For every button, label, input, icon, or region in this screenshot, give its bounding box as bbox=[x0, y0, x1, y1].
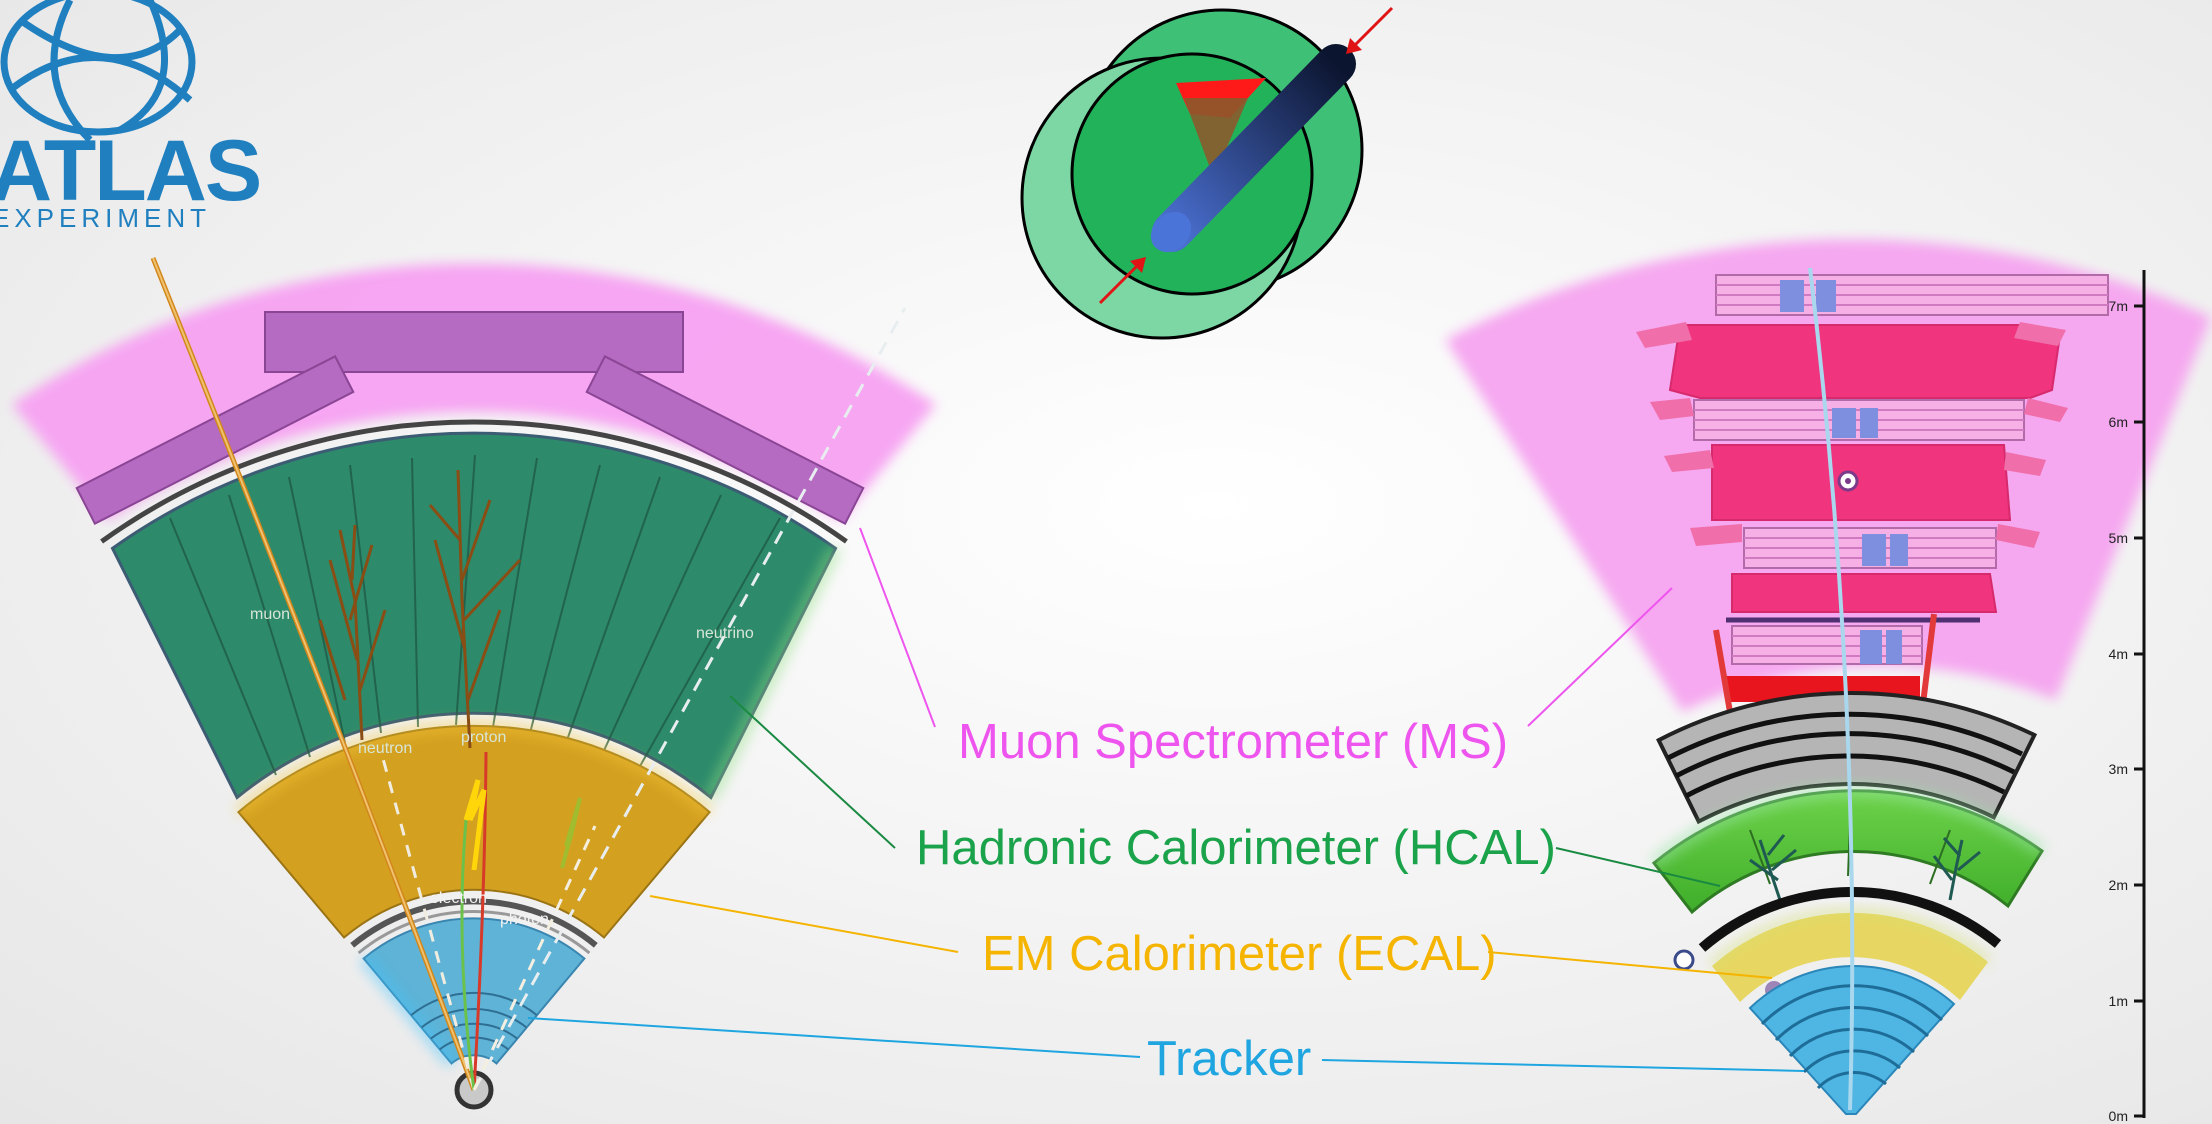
right-ecal-marker-icon bbox=[1673, 949, 1695, 971]
scale-tick-6m: 6m bbox=[2109, 414, 2128, 430]
right-ecal-glow bbox=[1708, 907, 1992, 970]
left-hcal-glow bbox=[704, 545, 842, 801]
leader-lines bbox=[527, 527, 1805, 1072]
photon-shower bbox=[560, 797, 582, 869]
left-tracker-layers bbox=[410, 992, 538, 1051]
muon-label: muon bbox=[250, 606, 290, 623]
neutron-track bbox=[380, 754, 476, 1091]
neutrino-track bbox=[472, 307, 907, 1091]
atlas-globe-icon bbox=[0, 0, 196, 143]
hcal-leader-right bbox=[1555, 847, 1721, 887]
left-solenoid bbox=[350, 898, 598, 948]
electron-shower bbox=[463, 779, 487, 871]
right-ecal bbox=[1712, 912, 1988, 1002]
label-tracker: Tracker bbox=[1147, 1032, 1312, 1086]
neutrino-label: neutrino bbox=[696, 625, 754, 642]
scale-tick-2m: 2m bbox=[2109, 877, 2128, 893]
scale-tick-4m: 4m bbox=[2109, 646, 2128, 662]
schematic-beam-end bbox=[1150, 211, 1192, 253]
schematic-inner-disk bbox=[1070, 52, 1314, 296]
right-magnet-rings bbox=[1656, 690, 2038, 825]
left-hcal bbox=[110, 431, 838, 800]
left-gap-line bbox=[100, 419, 848, 544]
left-ms-band bbox=[12, 263, 936, 521]
right-hadron-showers bbox=[1749, 834, 1981, 901]
scale-bar: 0m 1m 2m 3m 4m 5m 6m 7m bbox=[2109, 270, 2146, 1124]
label-hadronic-calorimeter: Hadronic Calorimeter (HCAL) bbox=[916, 821, 1556, 875]
atlas-logo-wordmark: ATLAS bbox=[0, 123, 262, 219]
electron-label: electron bbox=[430, 890, 487, 907]
collision-schematic bbox=[1020, 6, 1394, 340]
schematic-beam-pipe bbox=[1152, 44, 1356, 252]
label-muon-spectrometer: Muon Spectrometer (MS) bbox=[958, 715, 1509, 769]
neutron-label: neutron bbox=[358, 740, 412, 757]
ms-leader-right bbox=[1527, 587, 1673, 727]
hcal-leader-left bbox=[729, 695, 896, 849]
label-em-calorimeter: EM Calorimeter (ECAL) bbox=[982, 927, 1497, 981]
scale-tick-0m: 0m bbox=[2109, 1108, 2128, 1124]
photon-label: photon bbox=[500, 911, 549, 928]
right-hcal-glow bbox=[1649, 783, 2047, 869]
schematic-arrowhead-bottom bbox=[1130, 257, 1146, 273]
left-tracks bbox=[150, 257, 907, 1091]
ms-leader-left bbox=[859, 527, 936, 728]
scale-tick-7m: 7m bbox=[2109, 298, 2128, 314]
ecal-leader-right bbox=[1487, 951, 1773, 979]
left-hcal-cell-lines bbox=[169, 454, 781, 776]
scale-tick-3m: 3m bbox=[2109, 761, 2128, 777]
tracker-leader-right bbox=[1321, 1059, 1805, 1072]
right-ms-stations bbox=[1636, 274, 2109, 713]
left-ecal-glow bbox=[234, 719, 714, 817]
muon-track-core bbox=[152, 257, 475, 1091]
schematic-arrowhead-top bbox=[1346, 38, 1362, 54]
scale-tick-5m: 5m bbox=[2109, 530, 2128, 546]
right-detector-wedge bbox=[1445, 239, 2212, 1115]
ecal-leader-left bbox=[649, 895, 959, 953]
schematic-beam-arrow-bottom bbox=[1098, 261, 1142, 305]
electron-track bbox=[460, 819, 476, 1091]
left-hadron-showers bbox=[318, 469, 522, 749]
scale-tick-1m: 1m bbox=[2109, 993, 2128, 1009]
atlas-logo-subtitle: EXPERIMENT bbox=[0, 203, 212, 233]
schematic-beam-arrow-top bbox=[1350, 6, 1394, 50]
left-tracker-glow bbox=[358, 954, 457, 1068]
proton-label: proton bbox=[461, 729, 506, 746]
tracker-leader-left bbox=[527, 1017, 1141, 1058]
right-cryostat bbox=[1698, 887, 2002, 952]
left-ms-chamber-right bbox=[585, 355, 865, 525]
photon-track bbox=[472, 825, 597, 1091]
left-ms-chamber-left bbox=[75, 355, 355, 525]
left-detector-wedge: muon neutrino neutron proton electron ph… bbox=[12, 257, 936, 1110]
schematic-shower-cone bbox=[1184, 98, 1248, 168]
right-muon-track bbox=[1808, 267, 1855, 1111]
